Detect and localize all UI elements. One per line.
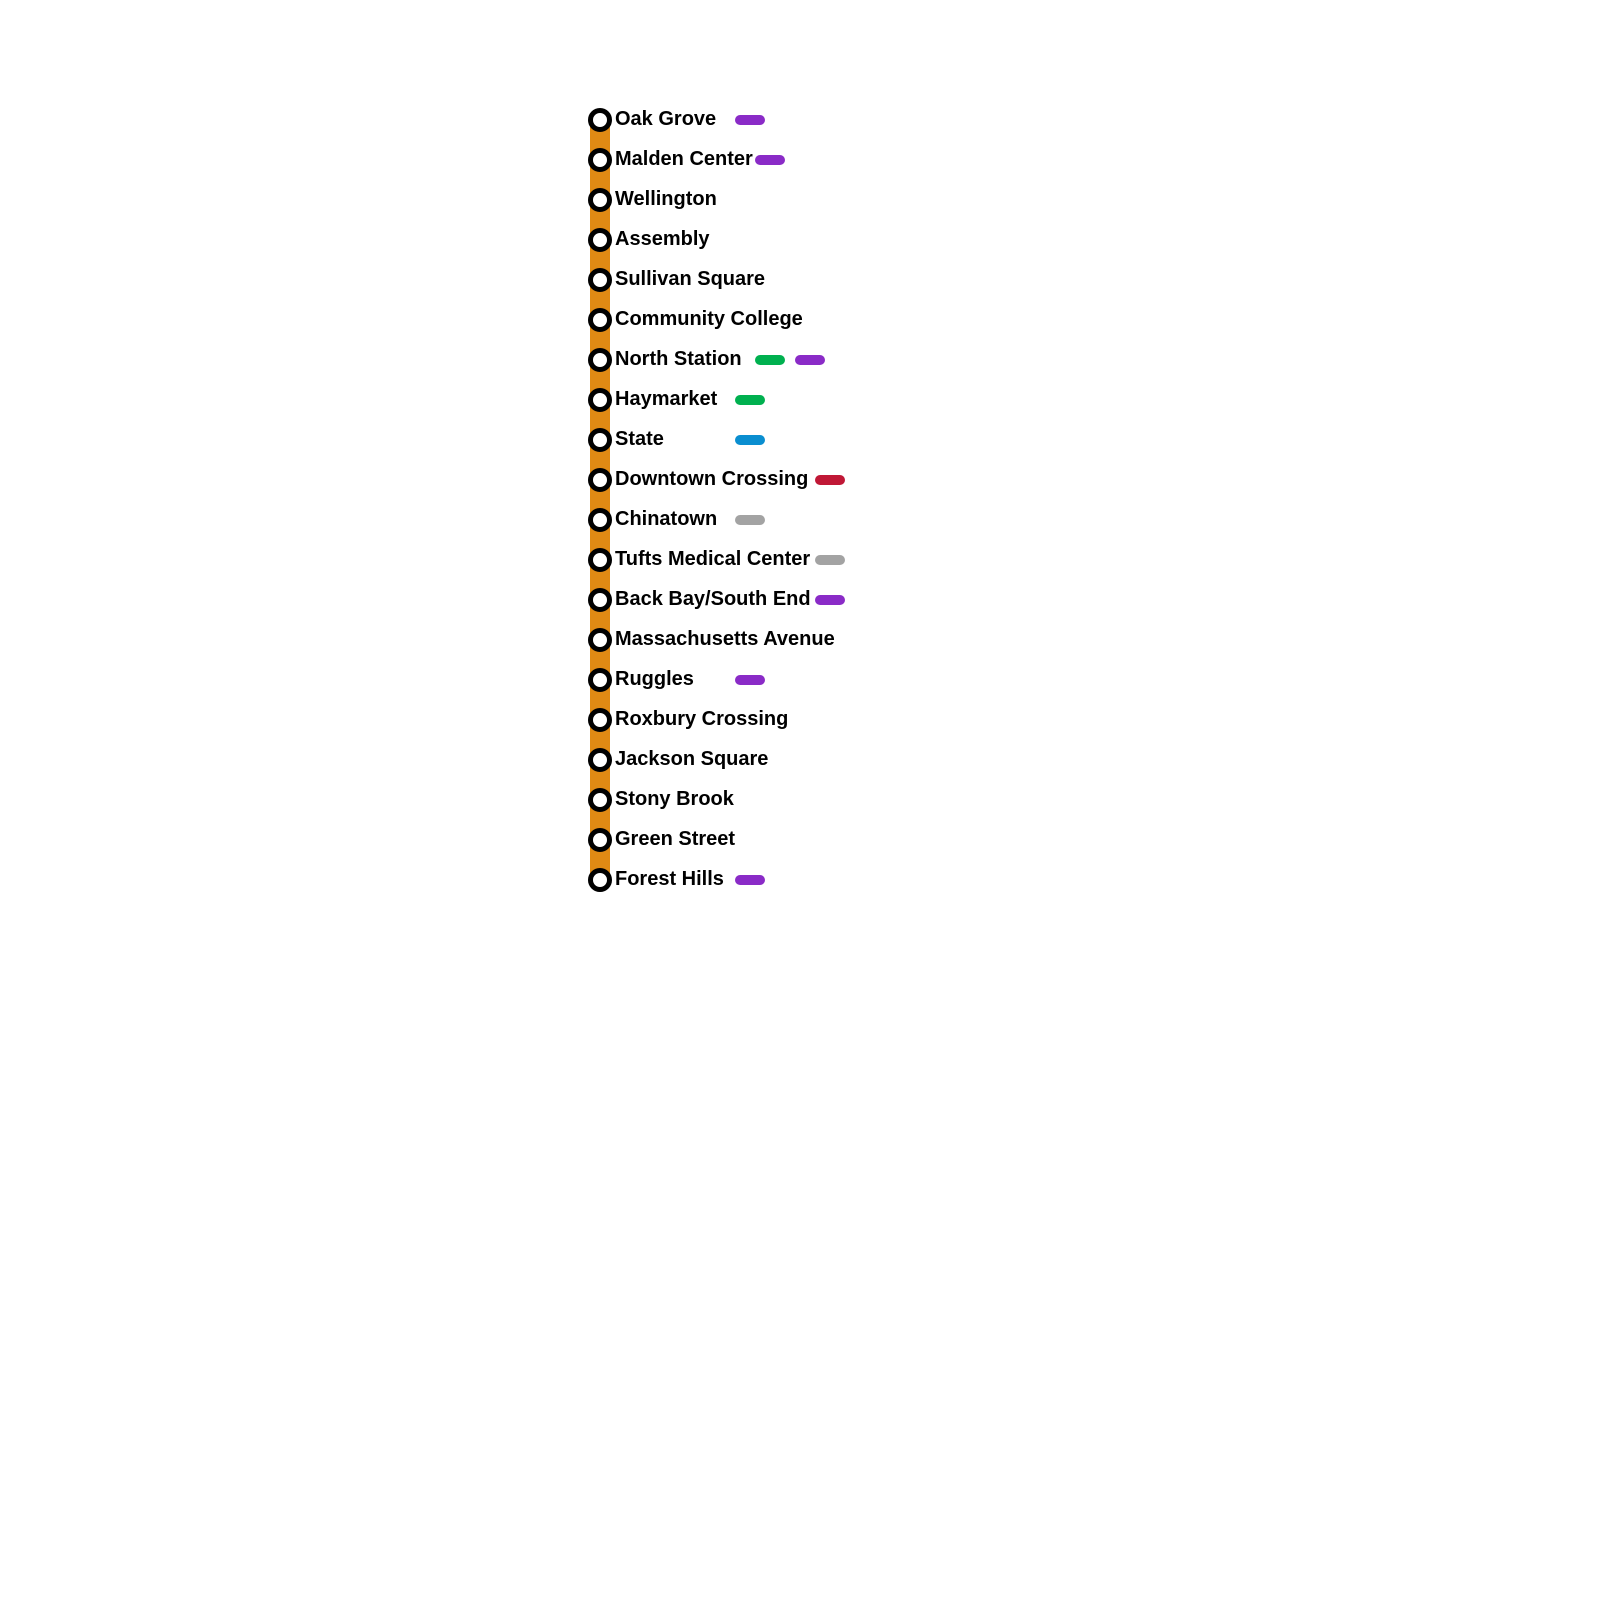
station-state: State <box>588 428 765 452</box>
green-line-connection-icon <box>755 355 785 365</box>
station-marker <box>588 548 612 572</box>
station-marker <box>588 308 612 332</box>
station-marker <box>588 468 612 492</box>
commuter-rail-connection-icon <box>735 115 765 125</box>
commuter-rail-connection-icon <box>795 355 825 365</box>
commuter-rail-connection-icon <box>755 155 785 165</box>
station-label: Tufts Medical Center <box>615 548 810 570</box>
station-chinatown: Chinatown <box>588 508 765 532</box>
station-roxbury-crossing: Roxbury Crossing <box>588 708 788 732</box>
station-marker <box>588 108 612 132</box>
silver-line-connection-icon <box>815 555 845 565</box>
station-label: Ruggles <box>615 668 694 690</box>
commuter-rail-connection-icon <box>735 875 765 885</box>
station-label: Oak Grove <box>615 108 716 130</box>
station-marker <box>588 348 612 372</box>
station-marker <box>588 708 612 732</box>
station-forest-hills: Forest Hills <box>588 868 765 892</box>
station-wellington: Wellington <box>588 188 717 212</box>
station-label: Assembly <box>615 228 710 250</box>
station-assembly: Assembly <box>588 228 710 252</box>
station-marker <box>588 668 612 692</box>
station-haymarket: Haymarket <box>588 388 765 412</box>
station-marker <box>588 868 612 892</box>
station-downtown-crossing: Downtown Crossing <box>588 468 845 492</box>
station-label: Malden Center <box>615 148 753 170</box>
station-marker <box>588 428 612 452</box>
station-label: Jackson Square <box>615 748 768 770</box>
station-label: Sullivan Square <box>615 268 765 290</box>
station-marker <box>588 628 612 652</box>
station-marker <box>588 188 612 212</box>
station-north-station: North Station <box>588 348 825 372</box>
station-label: North Station <box>615 348 742 370</box>
station-marker <box>588 228 612 252</box>
station-label: Massachusetts Avenue <box>615 628 835 650</box>
station-marker <box>588 268 612 292</box>
station-sullivan-square: Sullivan Square <box>588 268 765 292</box>
red-line-connection-icon <box>815 475 845 485</box>
silver-line-connection-icon <box>735 515 765 525</box>
station-ruggles: Ruggles <box>588 668 765 692</box>
station-back-bay-south-end: Back Bay/South End <box>588 588 845 612</box>
station-label: Stony Brook <box>615 788 735 810</box>
station-green-street: Green Street <box>588 828 735 852</box>
station-label: State <box>615 428 664 450</box>
station-marker <box>588 828 612 852</box>
green-line-connection-icon <box>735 395 765 405</box>
station-marker <box>588 148 612 172</box>
station-label: Community College <box>615 308 803 330</box>
station-tufts-medical-center: Tufts Medical Center <box>588 548 845 572</box>
station-label: Forest Hills <box>615 868 724 890</box>
station-label: Downtown Crossing <box>615 468 808 490</box>
station-marker <box>588 748 612 772</box>
station-marker <box>588 788 612 812</box>
station-label: Wellington <box>615 188 717 210</box>
station-jackson-square: Jackson Square <box>588 748 768 772</box>
station-community-college: Community College <box>588 308 803 332</box>
station-stony-brook: Stony Brook <box>588 788 735 812</box>
station-label: Roxbury Crossing <box>615 708 788 730</box>
station-malden-center: Malden Center <box>588 148 785 172</box>
commuter-rail-connection-icon <box>735 675 765 685</box>
blue-line-connection-icon <box>735 435 765 445</box>
station-massachusetts-avenue: Massachusetts Avenue <box>588 628 835 652</box>
commuter-rail-connection-icon <box>815 595 845 605</box>
station-marker <box>588 388 612 412</box>
station-label: Back Bay/South End <box>615 588 811 610</box>
station-label: Green Street <box>615 828 735 850</box>
station-oak-grove: Oak Grove <box>588 108 765 132</box>
station-marker <box>588 508 612 532</box>
station-label: Haymarket <box>615 388 718 410</box>
station-marker <box>588 588 612 612</box>
station-label: Chinatown <box>615 508 717 530</box>
